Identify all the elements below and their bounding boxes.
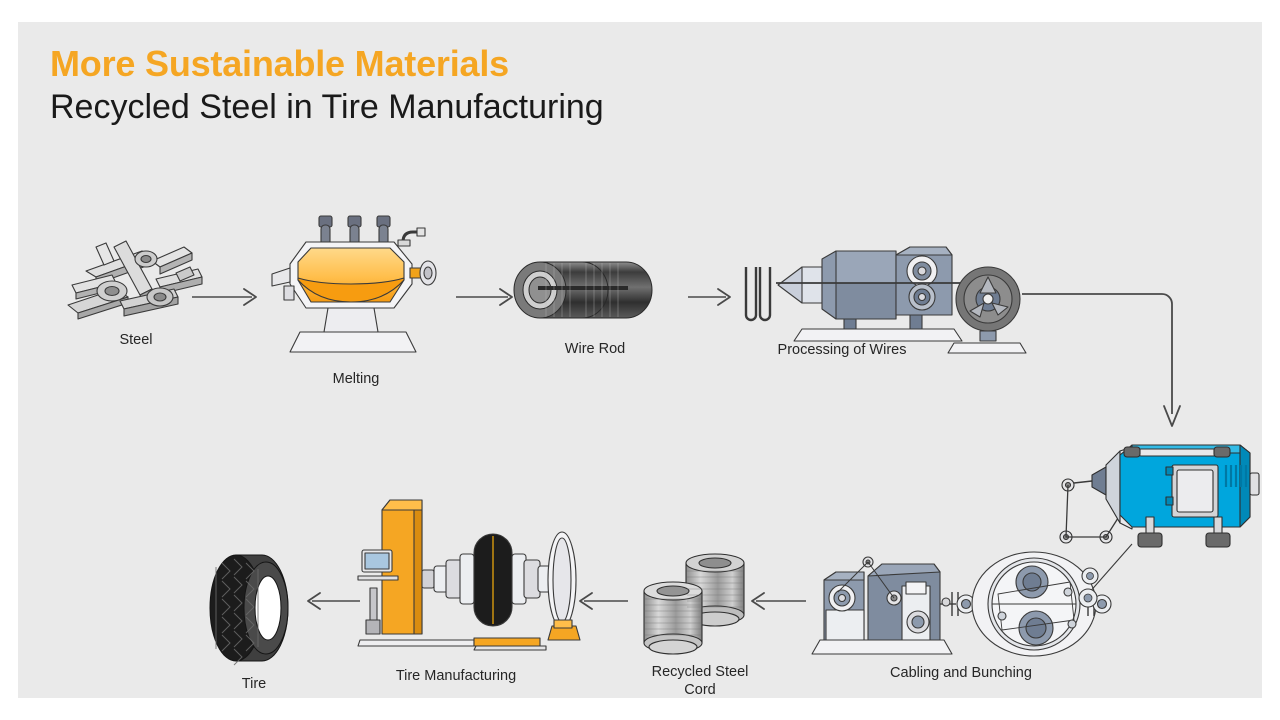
title-block: More Sustainable Materials Recycled Stee…	[50, 44, 604, 127]
stage-label-tire: Tire	[241, 676, 267, 692]
connector-tire-manufacturing-to-tire	[307, 592, 360, 610]
connector-cabling-to-blue-machine-belt	[1078, 543, 1133, 608]
stage-label-tire-manufacturing: Tire Manufacturing	[395, 668, 517, 684]
slide-canvas: More Sustainable Materials Recycled Stee…	[18, 22, 1262, 698]
stage-label-melting: Melting	[332, 371, 380, 387]
connector-cord-to-tire-manufacturing	[579, 592, 628, 610]
stage-tire[interactable]: Tire	[209, 547, 314, 697]
steel-cord-spools-icon	[643, 553, 745, 655]
scrap-steel-pile-icon	[67, 240, 203, 320]
page-title-accent: More Sustainable Materials	[50, 43, 509, 84]
page-subtitle: Recycled Steel in Tire Manufacturing	[50, 87, 604, 126]
cabling-bunching-machine-icon	[811, 551, 1112, 657]
blue-wire-machine-icon	[1059, 444, 1260, 548]
stage-label-cabling-and-bunching: Cabling and Bunching	[890, 665, 1032, 681]
tire-building-machine-icon	[357, 499, 581, 651]
wire-drawing-machine-icon	[744, 246, 1027, 354]
stage-cabling-and-bunching[interactable]: Cabling and Bunching	[806, 542, 1112, 692]
stage-label-processing-of-wires: Processing of Wires	[777, 342, 907, 358]
connector-processing-to-blue-machine	[1022, 293, 1181, 427]
stage-blue-machine[interactable]	[1054, 437, 1269, 562]
connector-cabling-to-cord	[751, 592, 806, 610]
stage-label-wire-rod: Wire Rod	[564, 341, 626, 357]
stage-steel[interactable]: Steel	[56, 227, 216, 357]
stage-recycled-steel-cord[interactable]: Recycled Steel Cord	[630, 547, 780, 712]
stage-label-steel: Steel	[119, 332, 153, 348]
connector-melting-to-wire-rod	[456, 288, 513, 306]
connector-wire-rod-to-processing	[688, 288, 731, 306]
stage-label-recycled-steel-cord: Recycled Steel Cord	[651, 664, 749, 699]
connector-steel-to-melting	[192, 288, 257, 306]
stage-tire-manufacturing[interactable]: Tire Manufacturing	[356, 492, 581, 692]
stage-processing-of-wires[interactable]: Processing of Wires	[740, 237, 1027, 372]
stage-wire-rod[interactable]: Wire Rod	[510, 244, 680, 364]
stage-melting[interactable]: Melting	[266, 212, 446, 397]
wire-rod-coils-icon	[513, 261, 653, 319]
electric-arc-furnace-icon	[271, 215, 437, 353]
tire-icon	[209, 554, 289, 666]
